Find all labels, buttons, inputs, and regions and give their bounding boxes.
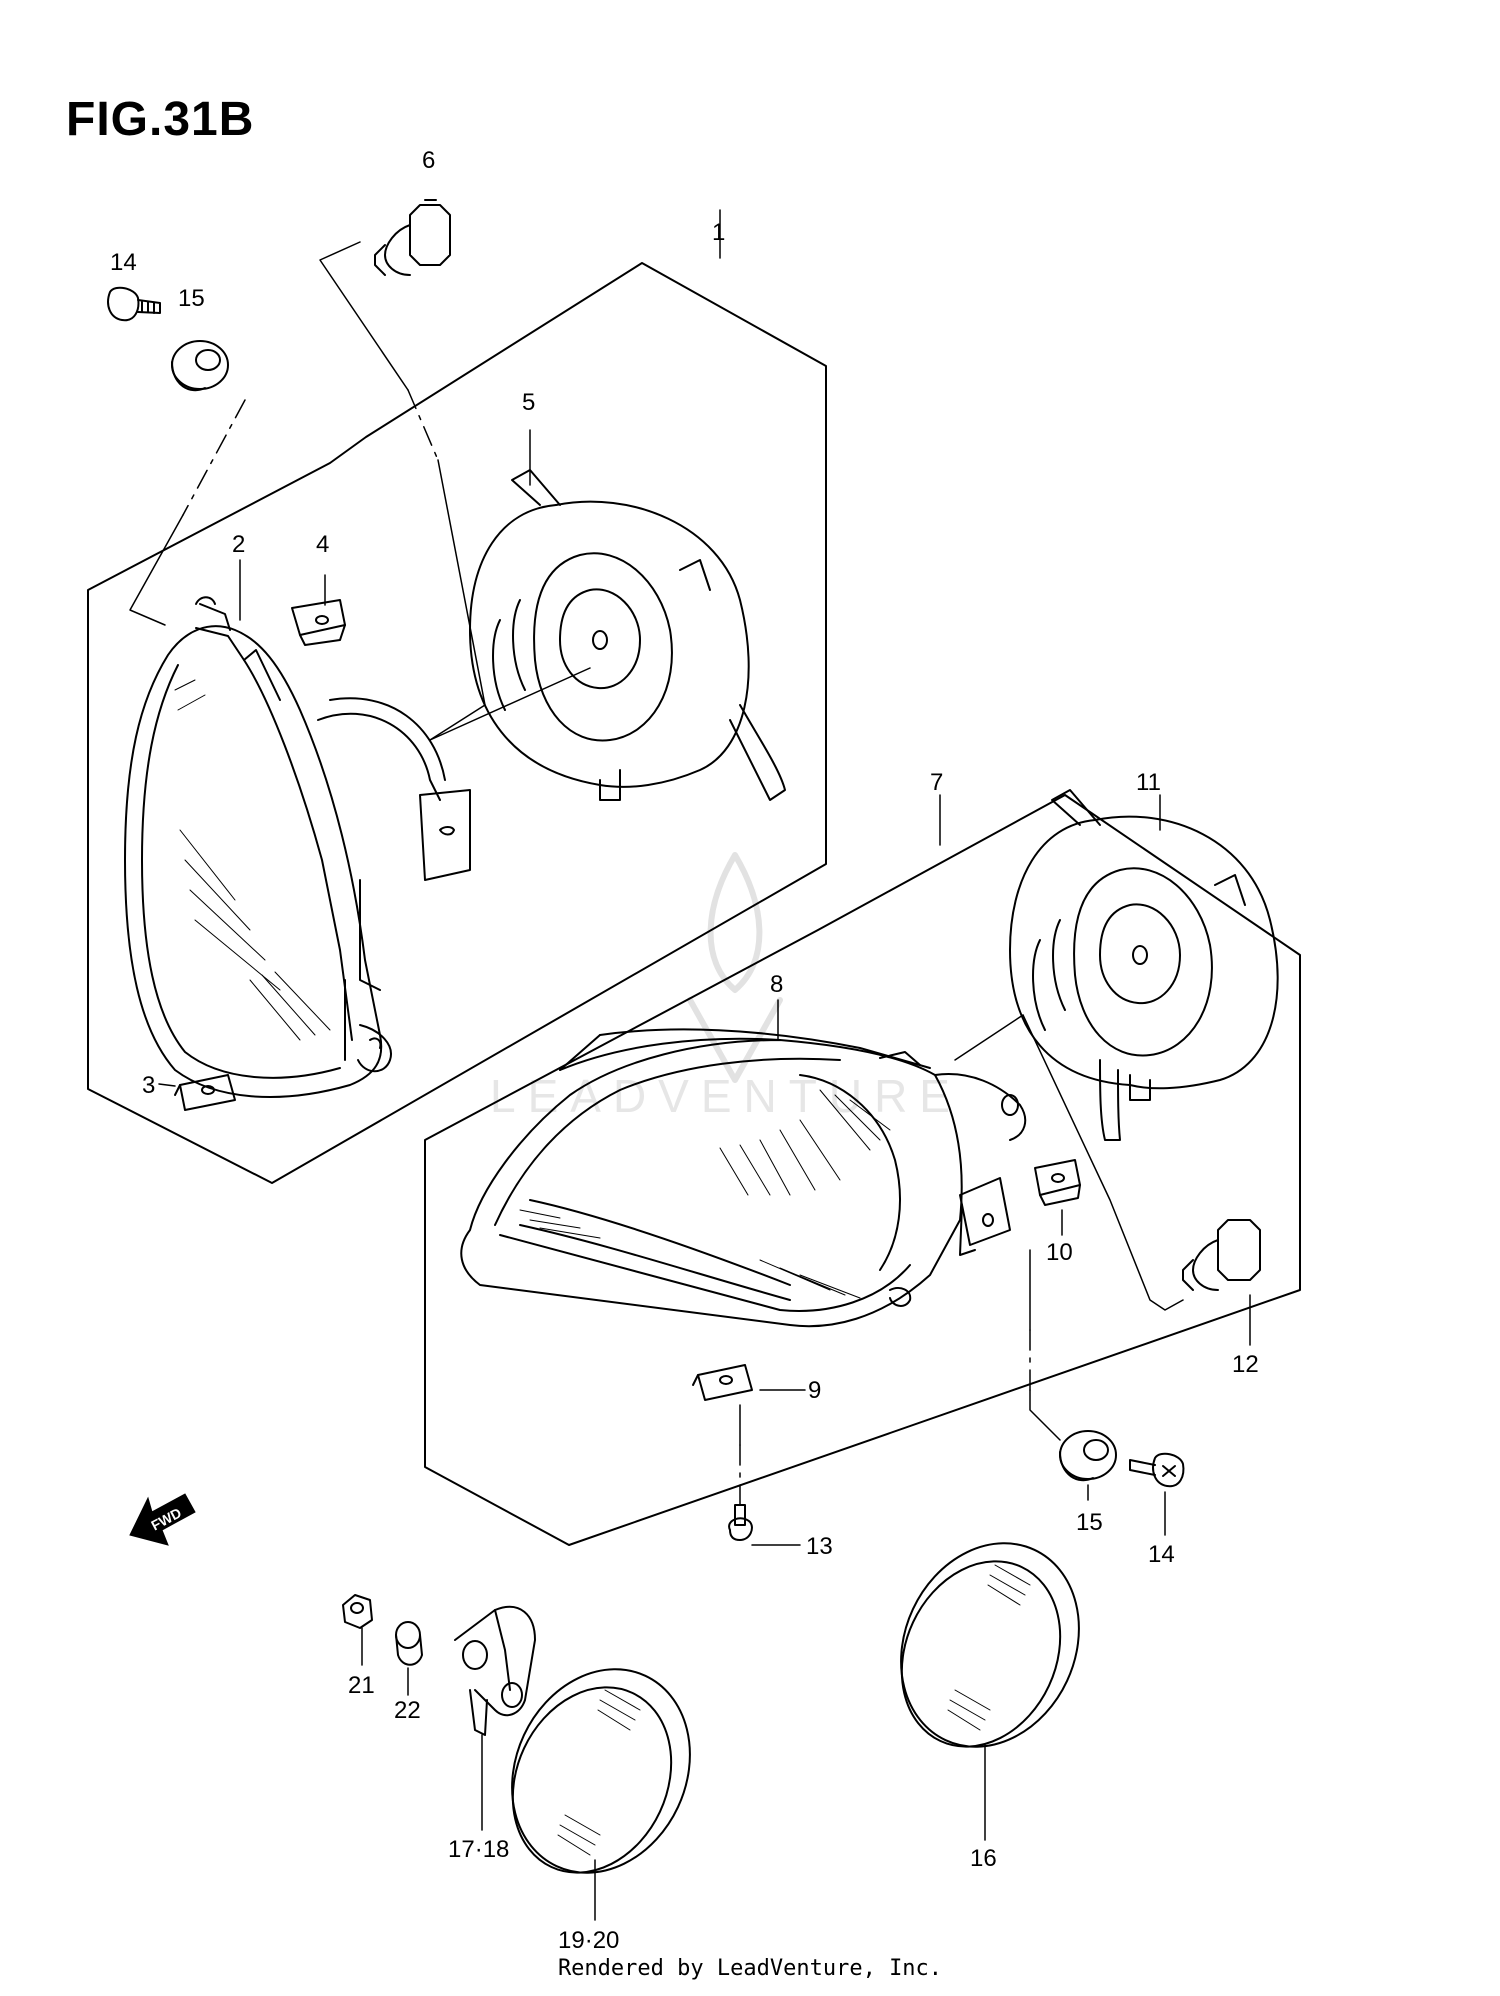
fwd-arrow-icon: FWD: [129, 1493, 196, 1546]
socket-5: [469, 469, 786, 801]
callout-12: 12: [1232, 1351, 1259, 1378]
callout-8: 8: [770, 971, 783, 998]
callout-17-18: 17·18: [448, 1836, 509, 1863]
callout-19-20: 19·20: [558, 1927, 619, 1954]
render-credit: Rendered by LeadVenture, Inc.: [557, 1956, 943, 1981]
watermark-logo: [687, 852, 783, 1083]
bracket-17-18: [454, 1605, 536, 1736]
grommet-15-lower: [1059, 1430, 1117, 1482]
callout-22: 22: [394, 1697, 421, 1724]
callout-7: 7: [930, 769, 943, 796]
headlight-housing-2: [124, 596, 471, 1098]
callout-3: 3: [142, 1072, 155, 1099]
clip-nut-3: [174, 1074, 236, 1111]
callout-6: 6: [422, 147, 435, 174]
callout-5: 5: [522, 389, 535, 416]
leader-lines-1: [129, 209, 721, 1087]
watermark-text: LEADVENTURE: [490, 1070, 962, 1122]
callout-14-lower: 14: [1148, 1541, 1175, 1568]
reflector-19-20: [511, 1668, 691, 1874]
callout-9: 9: [808, 1377, 821, 1404]
callout-2: 2: [232, 531, 245, 558]
clip-nut-10: [1034, 1159, 1081, 1206]
grommet-15-upper: [171, 340, 229, 392]
bolt-14-upper: [107, 286, 161, 322]
callout-16: 16: [970, 1845, 997, 1872]
callout-15-upper: 15: [178, 285, 205, 312]
headlight-assembly-1-outline: [87, 262, 827, 1184]
callout-13: 13: [806, 1533, 833, 1560]
headlight-assembly-7-outline: [424, 794, 1301, 1546]
figure-title: FIG.31B: [66, 93, 255, 146]
collar-22: [395, 1621, 423, 1666]
leader-lines-7: [739, 794, 1251, 1546]
callout-15-lower: 15: [1076, 1509, 1103, 1536]
callout-1: 1: [712, 219, 725, 246]
callout-11: 11: [1136, 769, 1161, 796]
reflector-16: [900, 1542, 1080, 1748]
socket-11: [1009, 789, 1279, 1141]
callout-labels: 1 2 3 4 5 6 7 8 9 10 11 12 13 14 15 15 1…: [110, 147, 1259, 1954]
screw-13: [728, 1504, 753, 1541]
callout-21: 21: [348, 1672, 375, 1699]
callout-10: 10: [1046, 1239, 1073, 1266]
bulb-12: [1182, 1219, 1261, 1291]
headlight-housing-8: [460, 1028, 1027, 1328]
leader-lines-loose: [361, 1627, 986, 1921]
callout-4: 4: [316, 531, 329, 558]
clip-nut-4: [291, 599, 346, 646]
bulb-6: [374, 199, 451, 276]
clip-nut-9: [692, 1364, 753, 1401]
callout-14-upper: 14: [110, 249, 137, 276]
nut-21: [342, 1594, 373, 1629]
bolt-14-lower: [1129, 1452, 1185, 1488]
